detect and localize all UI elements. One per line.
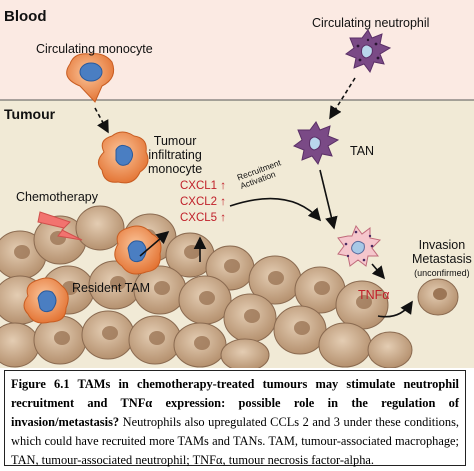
tumour-label: Tumour bbox=[4, 106, 56, 122]
chemokine-cxcl2: CXCL2 ↑ bbox=[180, 196, 227, 208]
invading-tumour-cell bbox=[417, 278, 459, 316]
invasion-metastasis-label: Invasion Metastasis (unconfirmed) bbox=[412, 238, 472, 278]
tan-label: TAN bbox=[350, 144, 375, 158]
tnf-label: TNFα bbox=[358, 288, 390, 302]
infiltrating-monocyte-cell bbox=[98, 131, 149, 184]
figure-caption: Figure 6.1 TAMs in chemotherapy-treated … bbox=[4, 370, 466, 467]
arrows bbox=[94, 77, 413, 318]
circulating-neutrophil-label: Circulating neutrophil bbox=[312, 16, 430, 30]
caption-title: Figure 6.1 TAMs in chemotherapy-treated … bbox=[11, 377, 459, 429]
chemokine-list: CXCL1 ↑ CXCL2 ↑ CXCL5 ↑ bbox=[180, 178, 226, 226]
chemokine-cxcl1: CXCL1 ↑ bbox=[180, 180, 227, 192]
tumour-cell-mass bbox=[0, 205, 413, 372]
infiltrating-monocyte-label: Tumour infiltrating monocyte bbox=[148, 134, 203, 176]
chemokine-cxcl5: CXCL5 ↑ bbox=[180, 212, 227, 224]
resident-tam-cells bbox=[23, 225, 162, 324]
caption-body: Neutrophils also upregulated CCLs 2 and … bbox=[11, 415, 459, 467]
blood-label: Blood bbox=[4, 8, 47, 25]
diagram-canvas bbox=[0, 0, 474, 372]
tan-cell bbox=[292, 121, 340, 166]
circulating-monocyte-cell bbox=[66, 53, 115, 103]
chemotherapy-label: Chemotherapy bbox=[16, 190, 98, 204]
circulating-neutrophil-cell bbox=[344, 29, 392, 74]
circulating-monocyte-label: Circulating monocyte bbox=[36, 42, 153, 56]
chemotherapy-bolt-icon bbox=[37, 211, 83, 241]
resident-tam-label: Resident TAM bbox=[72, 281, 151, 295]
activated-tan-cell bbox=[337, 224, 382, 267]
